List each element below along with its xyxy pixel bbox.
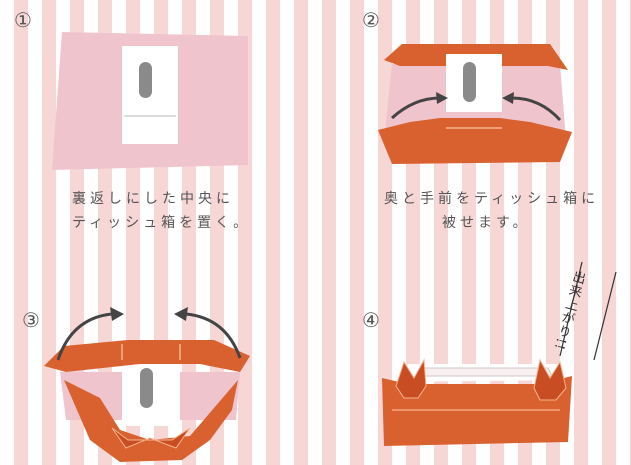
step-2-arrow-left-head [436, 92, 448, 104]
step-1-tissue-slot [139, 62, 152, 98]
step-1-number: ① [14, 8, 32, 32]
step-4-right-knot [533, 358, 567, 401]
step-4-emphasis-line-1 [559, 261, 583, 357]
step-2-arrow-left [390, 96, 441, 120]
step-3-number: ③ [22, 308, 40, 332]
step-3-arrow-right-head [174, 307, 188, 321]
step-4-wrapped-box [382, 376, 572, 446]
step-3-arrow-right [185, 312, 242, 359]
step-3-knot [111, 427, 191, 449]
step-2-front-flap [378, 118, 572, 164]
step-3-arrow-left [56, 312, 113, 361]
step-3-top-band [44, 340, 250, 372]
step-2-arrow-right [511, 96, 562, 122]
step-4-emphasis-line-2 [593, 271, 617, 361]
step-3-arrow-left-head [110, 307, 124, 321]
step-2-number: ② [362, 8, 380, 32]
step-2-tissue-slot [463, 62, 476, 102]
step-4-left-knot [395, 358, 427, 399]
step-3-cloth-orange-bottom [64, 380, 238, 462]
step-2-caption-line-2: 被せます。 [442, 215, 531, 231]
step-4-opening [415, 367, 553, 377]
step-3-tissue-slot [140, 368, 153, 408]
step-1-caption-line-1: 裏返しにした中央に [72, 191, 234, 207]
step-4-number: ④ [362, 308, 380, 332]
step-1-caption-line-2: ティッシュ箱を置く。 [72, 215, 252, 231]
step-2-caption-line-1: 奥と手前をティッシュ箱に [384, 191, 600, 207]
step-2-arrow-right-head [502, 92, 514, 104]
